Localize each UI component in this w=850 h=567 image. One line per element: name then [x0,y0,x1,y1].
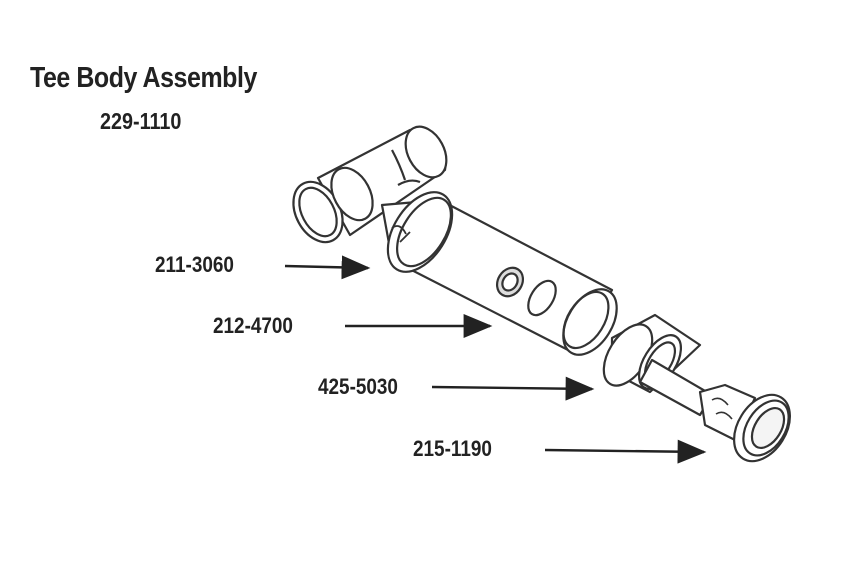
callout-label-211-3060: 211-3060 [155,252,234,277]
callout-label-215-1190: 215-1190 [413,436,492,461]
leader-arrow-425-5030 [431,376,595,401]
o-ring-part [527,279,557,317]
assembly-part-number: 229-1110 [100,108,182,134]
shaft-part [638,358,714,417]
tee-fitting-part [292,125,448,244]
diagram-title: Tee Body Assembly [30,62,257,94]
leader-arrow-215-1190 [544,439,707,464]
tube-body-part [380,191,618,356]
callout-label-425-5030: 425-5030 [318,374,398,399]
callout-label-212-4700: 212-4700 [213,313,293,338]
end-fitting-part [698,383,791,463]
threaded-nut-part [495,266,525,298]
leader-arrow-211-3060 [284,255,371,280]
